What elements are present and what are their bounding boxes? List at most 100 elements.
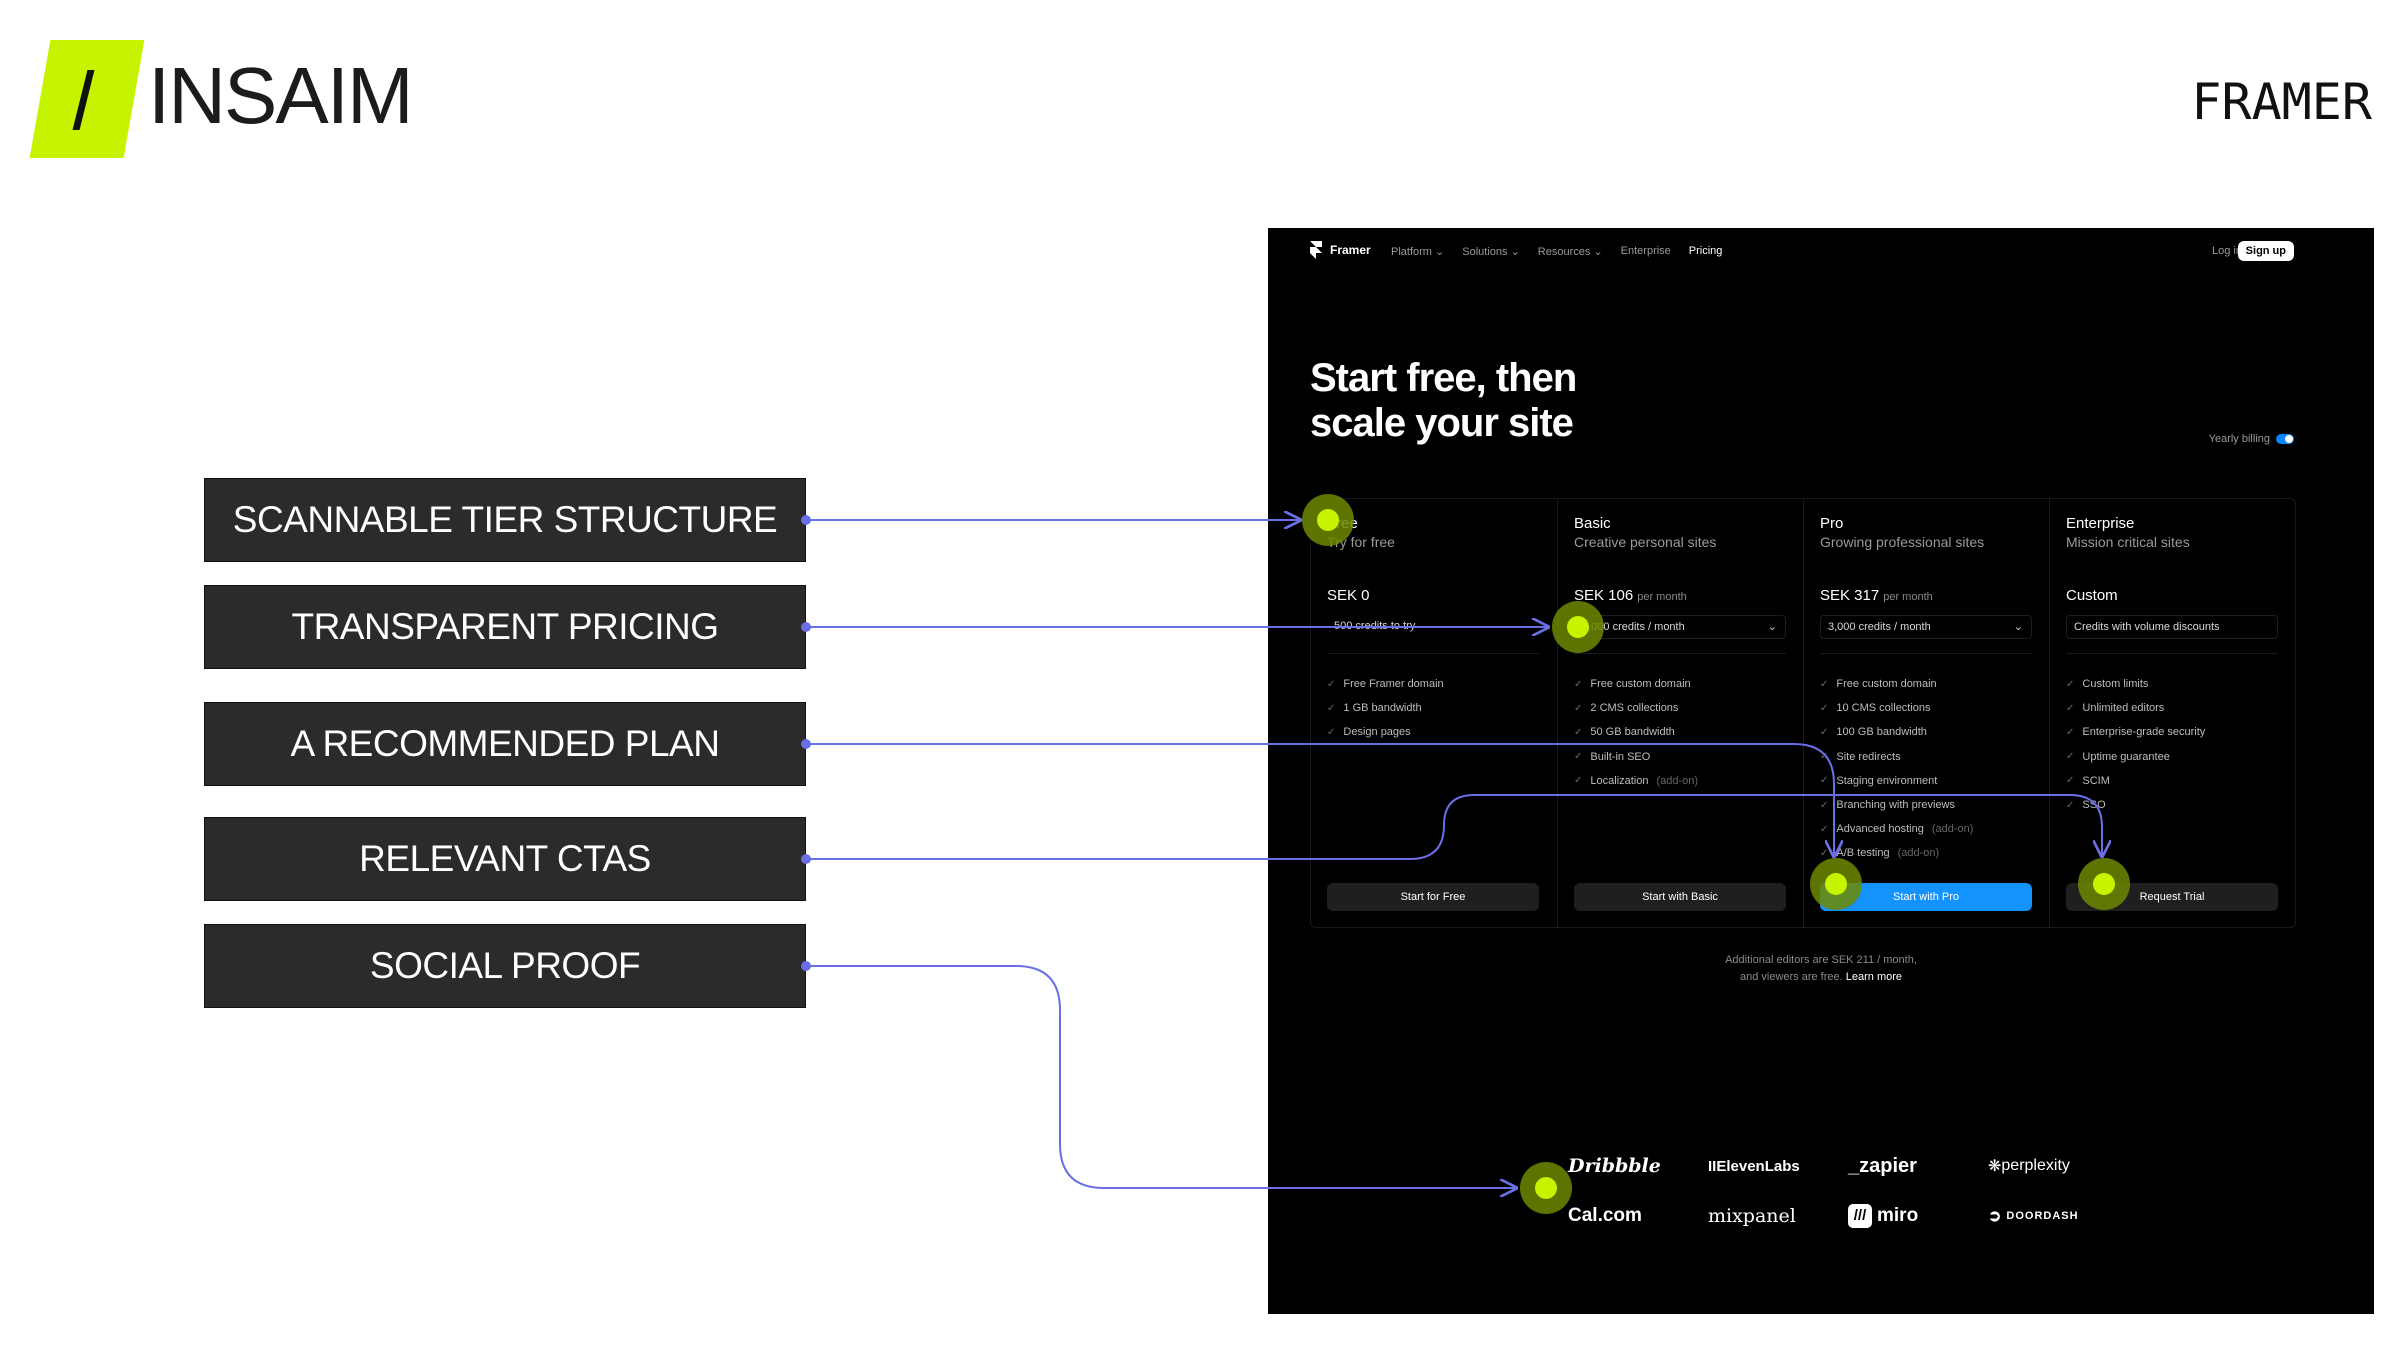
- feature-label: 1 GB bandwidth: [1343, 702, 1422, 715]
- feature-item: ✓Built-in SEO: [1574, 745, 1698, 769]
- feature-label: Design pages: [1343, 726, 1411, 739]
- feature-item: ✓ Free Framer domain: [1327, 672, 1444, 696]
- check-icon: ✓: [2066, 751, 2075, 763]
- nav-item-label: Solutions: [1462, 246, 1508, 258]
- check-icon: ✓: [1820, 726, 1829, 738]
- check-icon: ✓: [1820, 678, 1829, 690]
- start-pro-button[interactable]: Start with Pro: [1820, 883, 2032, 911]
- annotation-social-proof: SOCIAL PROOF: [204, 924, 806, 1008]
- yearly-billing-toggle[interactable]: [2276, 434, 2294, 444]
- feature-list: ✓Free custom domain ✓10 CMS collections …: [1820, 672, 1973, 866]
- tier-price: SEK 0: [1327, 587, 1370, 604]
- price-value: SEK 317: [1820, 587, 1880, 604]
- feature-label: Site redirects: [1836, 750, 1901, 763]
- chevron-down-icon: ⌄: [2013, 621, 2023, 633]
- signup-button[interactable]: Sign up: [2237, 241, 2294, 261]
- nav-item-platform[interactable]: Platform ⌄: [1391, 245, 1444, 258]
- miro-logo: ///miro: [1848, 1198, 1978, 1234]
- feature-item: ✓A/B testing(add-on): [1820, 841, 1973, 865]
- start-free-button[interactable]: Start for Free: [1327, 883, 1539, 911]
- tier-name: Pro: [1820, 515, 1844, 532]
- feature-list: ✓Custom limits ✓Unlimited editors ✓Enter…: [2066, 672, 2205, 817]
- check-icon: ✓: [1574, 678, 1583, 690]
- check-icon: ✓: [1820, 847, 1829, 859]
- insaim-logo-text: INSAIM: [148, 51, 414, 140]
- price-period: per month: [1883, 591, 1933, 603]
- feature-item: ✓Site redirects: [1820, 745, 1973, 769]
- check-icon: ✓: [1820, 799, 1829, 811]
- hero-line-1: Start free, then: [1310, 356, 1577, 400]
- credits-select[interactable]: 1,000 credits / month⌄: [1574, 615, 1786, 639]
- learn-more-link[interactable]: Learn more: [1845, 971, 1903, 983]
- feature-label: Free Framer domain: [1343, 678, 1444, 691]
- feature-label: Built-in SEO: [1590, 750, 1651, 763]
- nav-item-solutions[interactable]: Solutions ⌄: [1462, 245, 1520, 258]
- footnote-text: and viewers are free.: [1739, 971, 1843, 983]
- chevron-down-icon: ⌄: [1435, 246, 1445, 258]
- credits-select[interactable]: 3,000 credits / month ⌄: [1820, 615, 2032, 639]
- nav-item-resources[interactable]: Resources ⌄: [1538, 245, 1603, 258]
- credits-value: 3,000 credits / month: [1828, 621, 1931, 633]
- credits-info: 500 credits to try: [1334, 620, 1416, 632]
- request-trial-button[interactable]: Request Trial: [2066, 883, 2278, 911]
- nav-item-label: Platform: [1391, 246, 1432, 258]
- annotation-recommended-plan: A RECOMMENDED PLAN: [204, 702, 806, 786]
- start-basic-button[interactable]: Start with Basic: [1574, 883, 1786, 911]
- check-icon: ✓: [1574, 775, 1583, 787]
- miro-icon: ///: [1848, 1204, 1872, 1228]
- nav-item-pricing[interactable]: Pricing: [1688, 245, 1723, 257]
- feature-item: ✓ Branching with previews: [1820, 793, 1973, 817]
- tier-subtitle: Creative personal sites: [1574, 534, 1717, 550]
- login-link[interactable]: Log in: [2212, 245, 2242, 257]
- nav-brand[interactable]: Framer: [1310, 241, 1371, 259]
- check-icon: ✓: [1574, 726, 1583, 738]
- feature-item: ✓SCIM: [2066, 769, 2205, 793]
- feature-label: Custom limits: [2082, 678, 2149, 691]
- annotation-scannable-tier-structure: SCANNABLE TIER STRUCTURE: [204, 478, 806, 562]
- feature-label: Localization: [1590, 774, 1649, 787]
- feature-item: ✓ 2 CMS collections: [1574, 696, 1698, 720]
- mixpanel-logo: mixpanel: [1708, 1205, 1796, 1227]
- feature-item: ✓1 GB bandwidth: [1327, 696, 1444, 720]
- perplexity-icon: ❋: [1988, 1158, 2002, 1175]
- feature-label: 2 CMS collections: [1590, 702, 1679, 715]
- feature-item: ✓Enterprise-grade security: [2066, 720, 2205, 744]
- hero-line-2: scale your site: [1310, 401, 1574, 445]
- feature-label: Unlimited editors: [2082, 702, 2165, 715]
- feature-item: ✓ Custom limits: [2066, 672, 2205, 696]
- annotation-transparent-pricing: TRANSPARENT PRICING: [204, 585, 806, 669]
- check-icon: ✓: [1327, 726, 1336, 738]
- price-period: per month: [1637, 591, 1687, 603]
- check-icon: ✓: [1327, 678, 1336, 690]
- feature-item: ✓Staging environment: [1820, 769, 1973, 793]
- framer-logo-icon: [1310, 241, 1322, 259]
- check-icon: ✓: [1574, 702, 1583, 714]
- feature-label: Advanced hosting: [1836, 823, 1924, 836]
- pricing-hero-title: Start free, then scale your site: [1310, 356, 1810, 446]
- feature-label: Staging environment: [1836, 774, 1938, 787]
- miro-wordmark: miro: [1877, 1205, 1919, 1226]
- tier-price: Custom: [2066, 587, 2118, 604]
- nav-item-enterprise[interactable]: Enterprise: [1620, 245, 1671, 257]
- feature-label: Branching with previews: [1836, 799, 1956, 812]
- feature-item: ✓10 CMS collections: [1820, 696, 1973, 720]
- addon-label: (add-on): [1897, 847, 1940, 860]
- feature-label: Free custom domain: [1590, 678, 1691, 691]
- check-icon: ✓: [2066, 726, 2075, 738]
- nav-item-label: Resources: [1537, 246, 1591, 258]
- feature-label: SCIM: [2082, 774, 2110, 787]
- chevron-down-icon: ⌄: [1510, 246, 1520, 258]
- feature-label: 100 GB bandwidth: [1836, 726, 1927, 739]
- zapier-mark: _: [1848, 1154, 1860, 1177]
- feature-item: ✓Uptime guarantee: [2066, 745, 2205, 769]
- tier-subtitle: Mission critical sites: [2066, 534, 2190, 550]
- check-icon: ✓: [1820, 702, 1829, 714]
- feature-item: ✓Unlimited editors: [2066, 696, 2205, 720]
- feature-item: ✓ Design pages: [1327, 720, 1444, 744]
- check-icon: ✓: [2066, 678, 2075, 690]
- footnote-line-2: and viewers are free. Learn more: [1268, 969, 2374, 986]
- zapier-wordmark: zapier: [1859, 1154, 1917, 1177]
